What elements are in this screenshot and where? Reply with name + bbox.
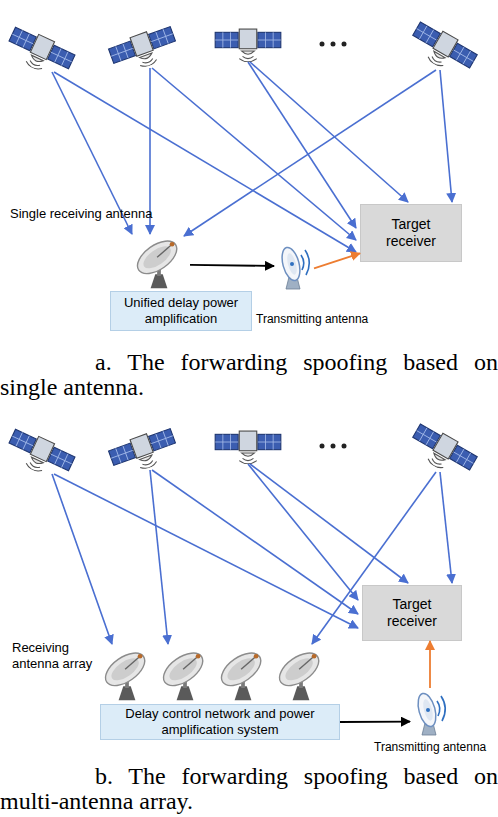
signal-ray: [152, 470, 358, 614]
transmitting-antenna: Transmitting antenna: [274, 242, 314, 290]
node-label: Target receiver: [371, 596, 453, 630]
satellite-icon: [215, 29, 281, 62]
node-label: Single receiving antenna: [10, 206, 152, 222]
satellite-icon: [3, 24, 76, 81]
signal-ray: [150, 470, 168, 644]
satellite-icon: [406, 19, 479, 80]
antenna-symbol: [100, 647, 151, 701]
signal-arrow: [190, 265, 274, 266]
receiving-antenna: Single receiving antenna: [128, 234, 190, 290]
figure-caption: b. The forwarding spoofing based on mult…: [0, 764, 498, 814]
signal-ray: [440, 70, 452, 202]
ellipsis-dot: [331, 42, 336, 47]
process-box: Unified delay power amplification: [110, 291, 252, 331]
antenna-symbol: [158, 647, 209, 701]
signal-ray: [440, 472, 452, 583]
satellite-icon: [215, 431, 281, 464]
satellite-icon: [3, 426, 76, 483]
signal-arrow: [429, 641, 431, 688]
satellite-icon: [406, 421, 479, 482]
signal-ray: [250, 62, 408, 202]
node-label: Transmitting antenna: [374, 740, 486, 754]
antenna-icon: [274, 242, 314, 290]
signal-ray: [54, 72, 356, 252]
signal-arrow: [314, 253, 360, 268]
node-label: Target receiver: [369, 216, 453, 250]
antenna-icon: [98, 646, 330, 702]
node-label: Transmitting antenna: [256, 312, 368, 326]
node-label: Delay control network and power amplific…: [109, 706, 331, 737]
signal-arrow: [340, 721, 410, 723]
ellipsis-dot: [331, 444, 336, 449]
node-label: Unified delay power amplification: [119, 295, 243, 326]
figure-caption: a. The forwarding spoofing based on sing…: [0, 350, 498, 400]
antenna-icon: [128, 234, 190, 290]
transmitting-antenna: Transmitting antenna: [410, 688, 450, 736]
target-receiver: Target receiver: [360, 204, 462, 262]
antenna-symbol: [274, 647, 325, 701]
antenna-icon: [410, 688, 450, 736]
satellite-icon: [107, 425, 180, 478]
node-label: Receiving antenna array: [12, 640, 98, 671]
signal-ray: [152, 68, 356, 240]
satellite-icon: [107, 23, 180, 76]
antenna-symbol: [279, 246, 309, 289]
signal-ray: [54, 474, 358, 628]
antenna-symbol: [132, 235, 183, 289]
signal-ray: [250, 464, 408, 583]
ellipsis-dot: [342, 42, 347, 47]
process-box: Delay control network and power amplific…: [100, 704, 340, 740]
signal-ray: [248, 62, 356, 228]
antenna-symbol: [415, 692, 445, 735]
ellipsis-dot: [342, 444, 347, 449]
target-receiver: Target receiver: [362, 585, 462, 641]
ellipsis-dot: [320, 42, 325, 47]
ellipsis-dot: [320, 444, 325, 449]
receiving-antenna-array: Receiving antenna array: [98, 646, 330, 702]
antenna-symbol: [216, 647, 267, 701]
